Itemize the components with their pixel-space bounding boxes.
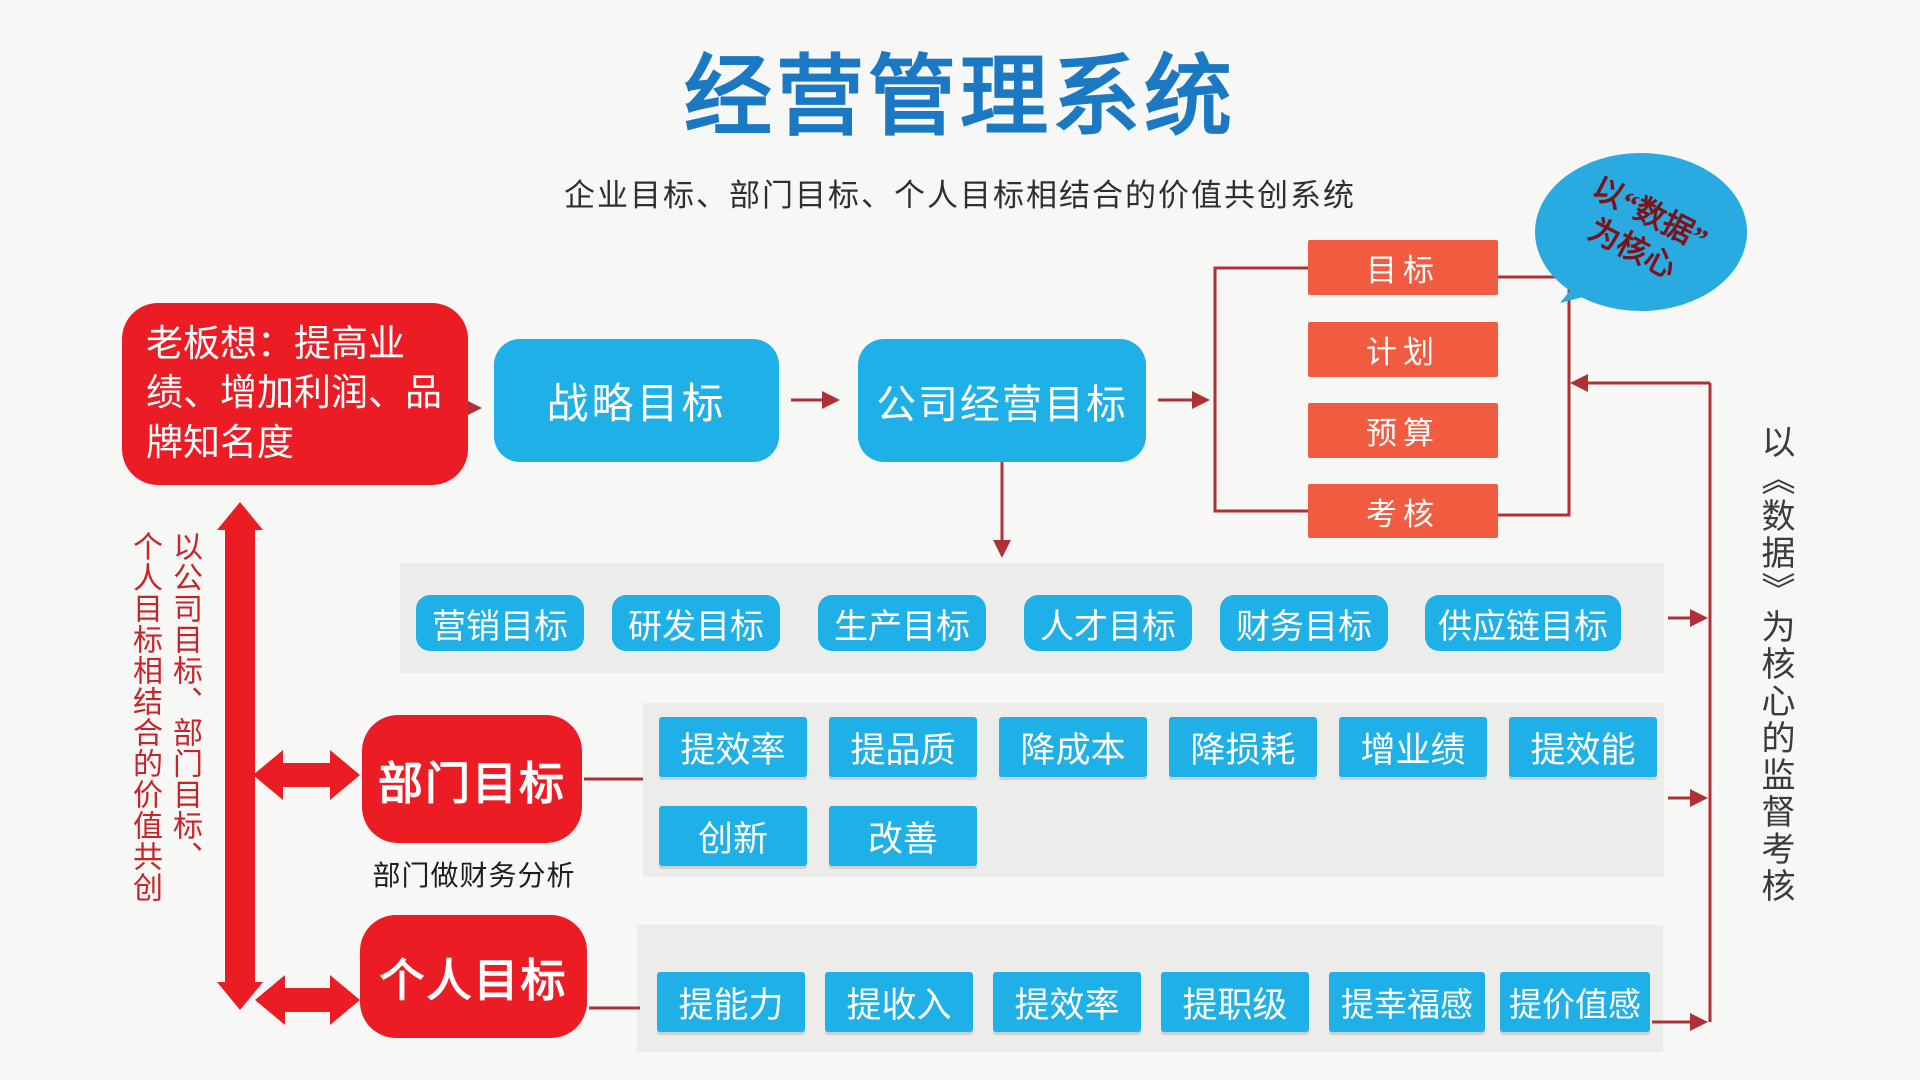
dept-item-effectiveness: 提效能	[1509, 717, 1657, 777]
personal-item-income-text: 提收入	[846, 985, 952, 1025]
arrow-band2-to-monitor-head	[1690, 789, 1708, 807]
personal-item-ability: 提能力	[657, 972, 805, 1032]
arrow-company-down-head	[993, 540, 1011, 558]
arrow-band1-to-monitor-head	[1690, 609, 1708, 627]
department-note: 部门做财务分析	[372, 861, 576, 892]
personal-goals-band	[637, 925, 1663, 1052]
company-goal-box: 公司经营目标	[858, 339, 1146, 462]
arrow-boss-to-strategic-head	[464, 399, 482, 417]
dept-item-innovation-text: 创新	[697, 819, 768, 859]
arrow-band3-to-monitor-head	[1690, 1013, 1708, 1031]
strategic-goal-text: 战略目标	[546, 380, 727, 427]
personal-goal-text: 个人目标	[379, 955, 568, 1006]
feedback-arrow-head	[1570, 374, 1588, 392]
personal-item-ability-text: 提能力	[678, 985, 784, 1025]
department-goal-box: 部门目标	[362, 715, 582, 843]
department-goals-band	[643, 703, 1664, 877]
personal-item-rank-text: 提职级	[1182, 985, 1288, 1025]
company-goal-production: 生产目标	[818, 595, 986, 651]
pdca-item-plan-text: 计划	[1366, 335, 1440, 370]
strategic-goal-box: 战略目标	[494, 339, 779, 462]
pdca-item-assess: 考核	[1308, 484, 1498, 538]
personal-item-efficiency-text: 提效率	[1014, 985, 1120, 1025]
dept-item-effectiveness-text: 提效能	[1530, 730, 1636, 770]
pdca-item-plan: 计划	[1308, 322, 1498, 377]
personal-item-value: 提价值感	[1500, 972, 1650, 1032]
page-subtitle: 企业目标、部门目标、个人目标相结合的价值共创系统	[564, 178, 1356, 213]
dept-item-efficiency: 提效率	[659, 717, 807, 777]
right-vertical-banner: 以《数据》为核心的监督考核	[1756, 424, 1793, 905]
dept-item-performance-text: 增业绩	[1360, 730, 1466, 770]
personal-item-rank: 提职级	[1161, 972, 1309, 1032]
dept-item-loss-text: 降损耗	[1190, 730, 1296, 770]
dept-item-improvement-text: 改善	[867, 819, 938, 859]
personal-goal-box: 个人目标	[360, 915, 587, 1038]
company-goal-text: 公司经营目标	[876, 382, 1128, 427]
company-goal-finance: 财务目标	[1220, 595, 1388, 651]
personal-item-value-text: 提价值感	[1509, 986, 1641, 1023]
department-goal-text: 部门目标	[377, 757, 566, 809]
company-goal-production-text: 生产目标	[834, 607, 970, 646]
department-double-arrow	[253, 750, 360, 800]
personal-item-efficiency: 提效率	[993, 972, 1141, 1032]
dept-item-quality-text: 提品质	[850, 730, 956, 770]
dept-item-cost: 降成本	[999, 717, 1147, 777]
company-goal-finance-text: 财务目标	[1236, 607, 1372, 646]
company-goal-supplychain-text: 供应链目标	[1438, 607, 1608, 646]
dept-item-cost-text: 降成本	[1020, 730, 1126, 770]
company-goal-supplychain: 供应链目标	[1425, 595, 1621, 651]
pdca-left-bracket	[1213, 266, 1308, 513]
company-goal-rnd-text: 研发目标	[628, 607, 764, 646]
company-goal-marketing-text: 营销目标	[432, 607, 568, 646]
arrow-strategic-to-company-head	[822, 391, 840, 409]
speech-bubble-text: 以“数据” 为核心	[1568, 169, 1714, 294]
personal-item-happiness: 提幸福感	[1329, 972, 1485, 1032]
left-vertical-banner-line1: 以公司目标、部门目标、	[168, 531, 201, 872]
dept-item-efficiency-text: 提效率	[680, 730, 786, 770]
pdca-item-assess-text: 考核	[1366, 496, 1440, 532]
dept-item-innovation: 创新	[659, 806, 807, 866]
pdca-right-bracket	[1498, 275, 1571, 517]
boss-goal-box: 老板想：提高业绩、增加利润、品牌知名度	[122, 303, 468, 485]
vertical-double-arrow	[217, 502, 263, 1010]
company-goal-talent-text: 人才目标	[1040, 607, 1176, 646]
dept-item-performance: 增业绩	[1339, 717, 1487, 777]
left-vertical-banner: 以公司目标、部门目标、 个人目标相结合的价值共创	[124, 531, 204, 909]
company-goal-marketing: 营销目标	[416, 595, 584, 651]
pdca-item-goal: 目标	[1308, 240, 1498, 295]
arrow-company-to-pdca-head	[1192, 391, 1210, 409]
boss-goal-text: 老板想：提高业绩、增加利润、品牌知名度	[146, 324, 442, 464]
speech-bubble: 以“数据” 为核心	[1535, 153, 1747, 311]
dept-item-loss: 降损耗	[1169, 717, 1317, 777]
personal-item-happiness-text: 提幸福感	[1341, 986, 1473, 1023]
pdca-item-budget-text: 预算	[1366, 416, 1440, 451]
pdca-item-goal-text: 目标	[1366, 253, 1440, 288]
personal-item-income: 提收入	[825, 972, 973, 1032]
dept-item-improvement: 改善	[829, 806, 977, 866]
pdca-item-budget: 预算	[1308, 403, 1498, 458]
company-goal-rnd: 研发目标	[612, 595, 780, 651]
personal-double-arrow	[255, 975, 360, 1025]
dept-item-quality: 提品质	[829, 717, 977, 777]
company-goal-talent: 人才目标	[1024, 595, 1192, 651]
left-vertical-banner-line2: 个人目标相结合的价值共创	[128, 531, 161, 903]
page-title: 经营管理系统	[683, 47, 1236, 146]
